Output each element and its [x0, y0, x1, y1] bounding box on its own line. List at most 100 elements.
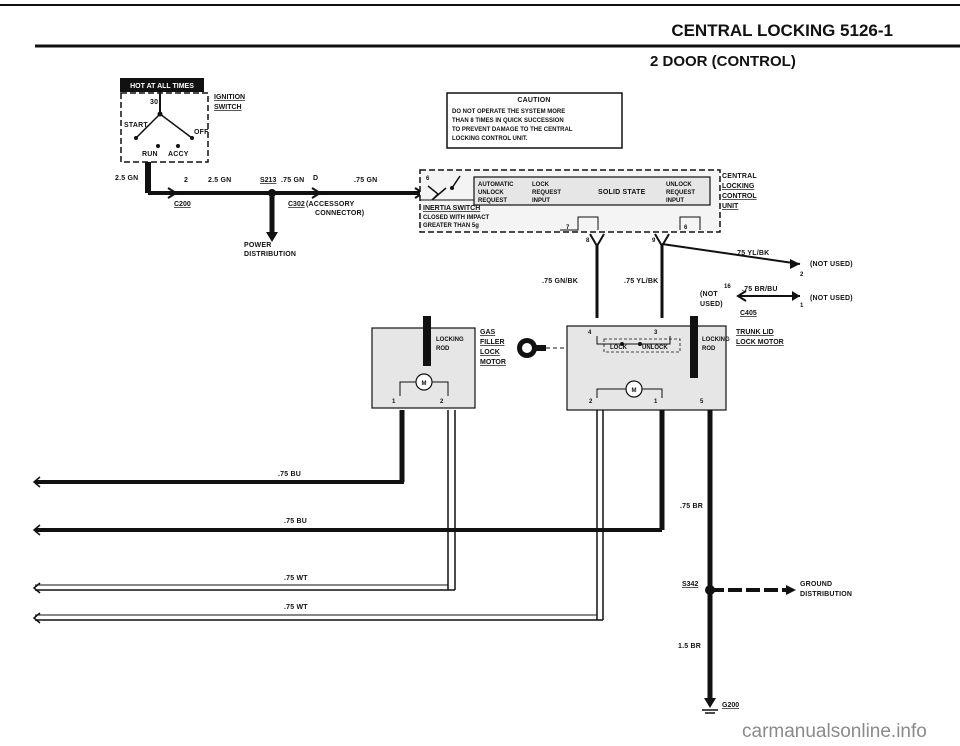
cu-lock-3: INPUT — [532, 198, 550, 204]
hot-badge-label: HOT AT ALL TIMES — [130, 83, 194, 90]
pin-2: 2 — [184, 177, 188, 184]
cu-output-wires: .75 YL/BK (NOT USED) 2 .75 GN/BK .75 YL/… — [542, 233, 853, 318]
key-lock-icon — [517, 338, 580, 358]
gas-locking-rod — [423, 316, 431, 366]
cu-unlock-3: INPUT — [666, 198, 684, 204]
ignition-box — [120, 92, 209, 163]
caution-title: CAUTION — [517, 97, 550, 104]
trunk-name-1: TRUNK LID — [736, 329, 774, 336]
connector-c302: C302 — [288, 201, 305, 208]
cu-auto-1: AUTOMATIC — [478, 182, 514, 188]
not-used-1: (NOT USED) — [810, 261, 853, 268]
power-feed: 2.5 GN 2 2.5 GN S213 .75 GN D .75 GN C20… — [115, 162, 425, 258]
wire-75brbu: .75 BR/BU — [742, 286, 778, 293]
cu-name-3: CONTROL — [722, 193, 757, 200]
gas-name-1: GAS — [480, 329, 496, 336]
not-used-c2: USED) — [700, 301, 723, 308]
cu-closed-2: GREATER THAN 5g — [423, 223, 479, 229]
trunk-rod-2: ROD — [702, 346, 716, 352]
power-distribution-2: DISTRIBUTION — [244, 251, 296, 258]
cu-solid-state: SOLID STATE — [598, 189, 646, 196]
wire-75ylbk-a: .75 YL/BK — [735, 250, 769, 257]
trunk-pin-5: 5 — [700, 399, 704, 405]
gas-rod-1: LOCKING — [436, 337, 464, 343]
cu-unlock-2: REQUEST — [666, 190, 695, 196]
caution-line: DO NOT OPERATE THE SYSTEM MORE — [452, 109, 565, 115]
cu-closed-1: CLOSED WITH IMPACT — [423, 215, 490, 221]
page-subtitle: 2 DOOR (CONTROL) — [650, 53, 796, 70]
caution-note: CAUTION DO NOT OPERATE THE SYSTEM MORE T… — [446, 92, 623, 149]
pin-2b: 2 — [800, 272, 804, 278]
wire-75gnbk: .75 GN/BK — [542, 278, 578, 285]
cu-lock-1: LOCK — [532, 182, 550, 188]
trunk-lid-motor: 4 3 LOCK UNLOCK M LOCKING ROD 2 1 5 TRUN… — [566, 316, 784, 411]
cu-pin-6b: 6 — [684, 225, 688, 231]
trunk-unlock: UNLOCK — [642, 345, 668, 351]
trunk-name-2: LOCK MOTOR — [736, 339, 784, 346]
cu-inner-box — [473, 176, 711, 206]
wire-bu-1: .75 BU — [278, 471, 301, 478]
gas-pin-2: 2 — [440, 399, 444, 405]
power-distribution-1: POWER — [244, 242, 271, 249]
pin-16: 16 — [724, 284, 731, 290]
wire-br-75: .75 BR — [680, 503, 703, 510]
cu-pin-7: 7 — [566, 225, 570, 231]
not-used-2: (NOT USED) — [810, 295, 853, 302]
splice-s213: S213 — [260, 177, 276, 184]
trunk-pin-1: 1 — [654, 399, 658, 405]
gas-name-2: FILLER — [480, 339, 505, 346]
wire-75ylbk-b: .75 YL/BK — [624, 278, 658, 285]
cu-pin-8: 8 — [586, 238, 590, 244]
wire-2-5gn: 2.5 GN — [208, 177, 231, 184]
ignition-off: OFF — [194, 129, 209, 136]
c302-desc1: (ACCESSORY — [306, 201, 355, 208]
ground-g200: G200 — [722, 702, 739, 709]
cu-lock-2: REQUEST — [532, 190, 561, 196]
trunk-pin-3: 3 — [654, 330, 658, 336]
ignition-switch: HOT AT ALL TIMES 30 START OFF RUN ACCY I… — [120, 78, 245, 163]
ignition-switch-label: IGNITION — [214, 94, 245, 101]
cu-name-1: CENTRAL — [722, 173, 757, 180]
gas-name-3: LOCK — [480, 349, 500, 356]
not-used-c1: (NOT — [700, 291, 718, 298]
cu-unlock-1: UNLOCK — [666, 182, 692, 188]
splice-s342: S342 — [682, 581, 698, 588]
connector-c200: C200 — [174, 201, 191, 208]
wire-wt-1: .75 WT — [284, 575, 308, 582]
pin-d: D — [313, 175, 318, 182]
trunk-motor-box — [566, 325, 727, 411]
hot-badge — [120, 78, 204, 92]
ignition-accy: ACCY — [168, 151, 189, 158]
connector-c405: C405 — [740, 310, 757, 317]
trunk-pin-2: 2 — [589, 399, 593, 405]
ground-distribution-1: GROUND — [800, 581, 832, 588]
wire-runs: .75 BU .75 BU .75 WT .75 WT .75 BR S342 … — [32, 410, 852, 714]
wire-br-15: 1.5 BR — [678, 643, 701, 650]
trunk-locking-rod — [690, 316, 698, 378]
wire-75gn-a: .75 GN — [281, 177, 304, 184]
ignition-run: RUN — [142, 151, 158, 158]
cu-pin-6: 6 — [426, 176, 430, 182]
cu-auto-3: REQUEST — [478, 198, 507, 204]
ignition-start: START — [124, 122, 148, 129]
ignition-switch-label2: SWITCH — [214, 104, 242, 111]
terminal-30: 30 — [150, 99, 158, 106]
trunk-pin-4: 4 — [588, 330, 592, 336]
control-unit: 6 AUTOMATIC UNLOCK REQUEST LOCK REQUEST … — [419, 169, 757, 244]
cu-auto-2: UNLOCK — [478, 190, 504, 196]
pin-1b: 1 — [800, 303, 804, 309]
cu-pin-9: 9 — [652, 238, 656, 244]
page-title: CENTRAL LOCKING 5126-1 — [671, 21, 893, 40]
wire-2-5gn-left: 2.5 GN — [115, 175, 138, 182]
gas-filler-motor: LOCKING ROD M 1 2 GAS FILLER LOCK MOTOR — [371, 316, 506, 409]
watermark: carmanualsonline.info — [742, 721, 927, 742]
c302-desc2: CONNECTOR) — [315, 210, 364, 217]
ground-distribution-2: DISTRIBUTION — [800, 591, 852, 598]
cu-name-4: UNIT — [722, 203, 739, 210]
gas-motor-m: M — [422, 381, 427, 387]
caution-line: TO PREVENT DAMAGE TO THE CENTRAL — [452, 127, 573, 133]
cu-inertia-switch: INERTIA SWITCH — [423, 205, 480, 212]
lock-unlock-box — [603, 338, 681, 353]
gas-name-4: MOTOR — [480, 359, 506, 366]
